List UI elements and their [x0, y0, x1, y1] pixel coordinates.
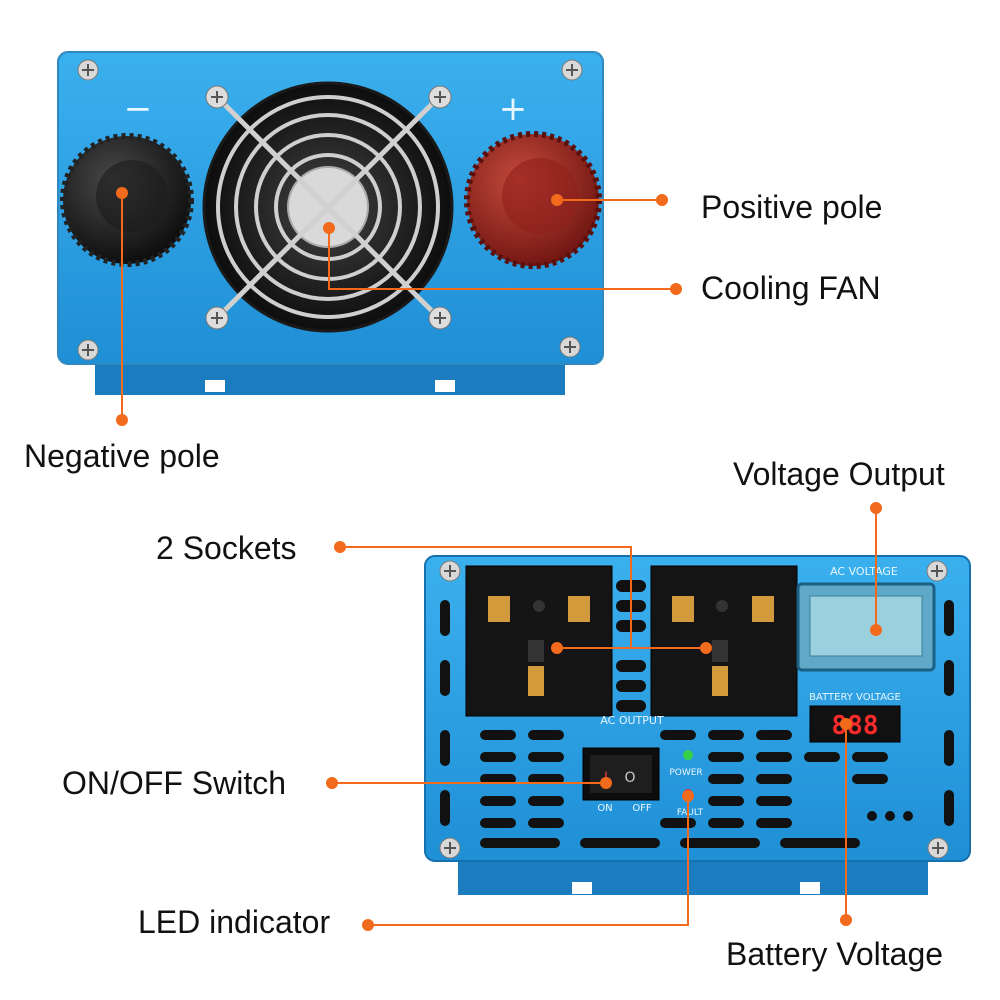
- screw-icon: [428, 306, 452, 330]
- cooling-fan: [202, 81, 454, 333]
- power-led-label: POWER: [669, 768, 702, 778]
- plus-sign: +: [499, 89, 528, 129]
- two-sockets-label: 2 Sockets: [156, 530, 297, 566]
- screw-icon: [927, 837, 949, 859]
- ac-socket-right: [650, 565, 798, 717]
- cooling-fan-label: Cooling FAN: [701, 270, 881, 306]
- fault-led-label: FAULT: [677, 808, 704, 818]
- callout-lines: [121, 193, 877, 926]
- screw-icon: [205, 306, 229, 330]
- screw-icon: [439, 837, 461, 859]
- screw-icon: [77, 339, 99, 361]
- screw-icon: [559, 336, 581, 358]
- positive-pole-label: Positive pole: [701, 189, 883, 225]
- switch-off-mark: O: [624, 770, 635, 786]
- ac-output-label: AC OUTPUT: [600, 714, 664, 727]
- negative-pole-label: Negative pole: [24, 438, 220, 474]
- callout-dots: [116, 187, 882, 931]
- foot-slot: [800, 882, 820, 894]
- switch-off-label: OFF: [632, 803, 652, 814]
- battery-voltage-callout-label: Battery Voltage: [726, 936, 944, 972]
- foot-slot: [435, 380, 455, 392]
- screw-icon: [561, 59, 583, 81]
- ac-voltage-label: AC VOLTAGE: [830, 565, 898, 578]
- lcd-screen: [809, 595, 923, 657]
- battery-voltage-display: [809, 705, 901, 743]
- screw-icon: [205, 85, 229, 109]
- screw-icon: [77, 59, 99, 81]
- ac-panel: AC OUTPUT AC VOLTAGE BATTERY VOLTAGE 888…: [424, 555, 971, 895]
- mounting-foot: [458, 858, 928, 895]
- led-digits: 888: [832, 711, 879, 741]
- ac-socket-left: [465, 565, 613, 717]
- screw-icon: [439, 560, 461, 582]
- voltage-output-label: Voltage Output: [733, 456, 945, 492]
- switch-on-label: ON: [597, 803, 612, 814]
- screw-icon: [926, 560, 948, 582]
- foot-slot: [205, 380, 225, 392]
- foot-slot: [572, 882, 592, 894]
- vent-slots: [440, 580, 954, 848]
- dc-panel: − +: [57, 51, 604, 395]
- minus-sign: −: [124, 89, 153, 129]
- battery-voltage-label: BATTERY VOLTAGE: [809, 692, 901, 703]
- mounting-foot: [95, 360, 565, 395]
- negative-terminal-knob: [60, 133, 194, 267]
- on-off-switch-label: ON/OFF Switch: [62, 765, 287, 801]
- led-indicator-label: LED indicator: [138, 904, 331, 940]
- power-led: [683, 750, 693, 760]
- screw-icon: [428, 85, 452, 109]
